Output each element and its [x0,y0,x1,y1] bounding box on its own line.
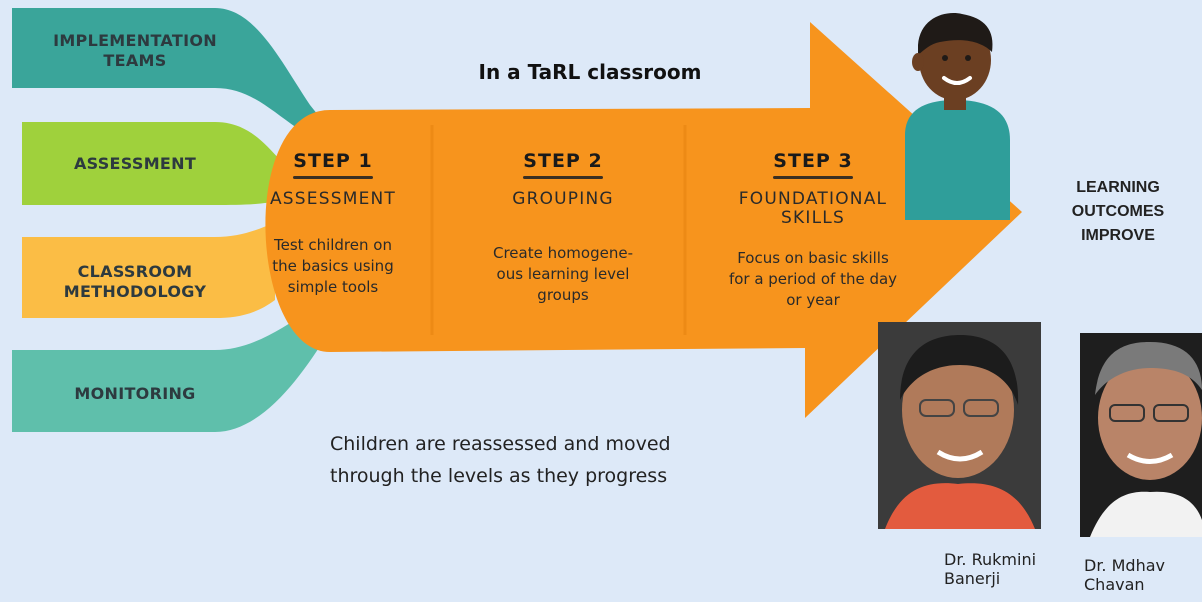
pillar-stream-classroom [22,222,275,318]
step-1-underline [293,176,373,179]
portrait-caption-mdhav-chavan: Dr. Mdhav Chavan [1084,556,1165,594]
pillar-stream-implementation [12,8,330,130]
step-2-title: STEP 2 [523,150,603,172]
step-3-title: STEP 3 [773,150,853,172]
reassessment-note: Children are reassessed and moved throug… [330,433,671,487]
process-arrow [265,22,1022,418]
pillar-stream-monitoring [12,310,330,432]
outcome-label: LEARNING OUTCOMES IMPROVE [1071,179,1165,244]
pillar-label-implementation-teams: IMPLEMENTATION TEAMS [53,31,217,70]
child-illustration [905,13,1010,220]
step-2-name: GROUPING [512,189,614,209]
step-2-description: Create homogene- ous learning level grou… [493,244,633,304]
step-3-underline [773,176,853,179]
step-3-description: Focus on basic skills for a period of th… [728,249,898,309]
pillar-label-classroom-methodology: CLASSROOM METHODOLOGY [63,262,207,301]
portrait-caption-rukmini-banerji: Dr. Rukmini Banerji [944,550,1037,588]
diagram-title: In a TaRL classroom [478,60,702,84]
pillar-stream-assessment [22,122,280,205]
step-1-description: Test children on the basics using simple… [272,236,394,296]
pillar-label-assessment: ASSESSMENT [73,154,197,173]
portrait-mdhav-chavan [1080,333,1202,537]
step-2-underline [523,176,603,179]
step-3-name: FOUNDATIONAL SKILLS [738,189,888,228]
pillar-label-monitoring: MONITORING [74,384,196,403]
portrait-rukmini-banerji [878,322,1041,529]
step-1-name: ASSESSMENT [269,189,397,209]
step-1-title: STEP 1 [293,150,373,172]
